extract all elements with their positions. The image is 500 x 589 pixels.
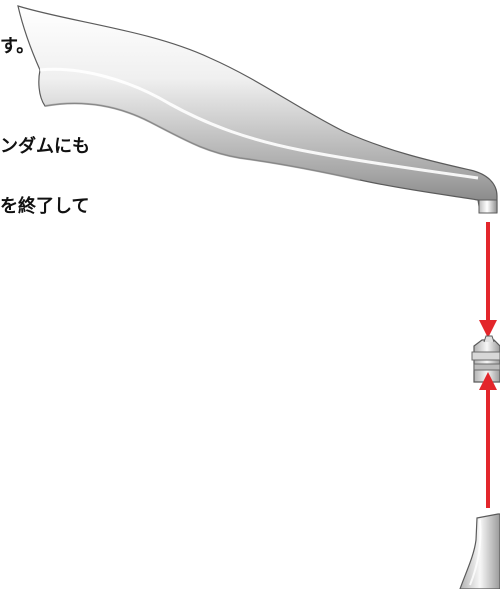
spout-handle-part	[17, 5, 498, 214]
instruction-text-line-1: す。	[0, 36, 35, 57]
base-sleeve-part	[459, 513, 500, 589]
arrow-up-icon	[479, 372, 497, 508]
valve-cartridge-part	[471, 335, 500, 383]
instruction-text-line-3: を終了して	[0, 196, 90, 217]
instruction-text-line-2: ンダムにも	[0, 136, 90, 157]
arrow-down-icon	[479, 222, 497, 338]
